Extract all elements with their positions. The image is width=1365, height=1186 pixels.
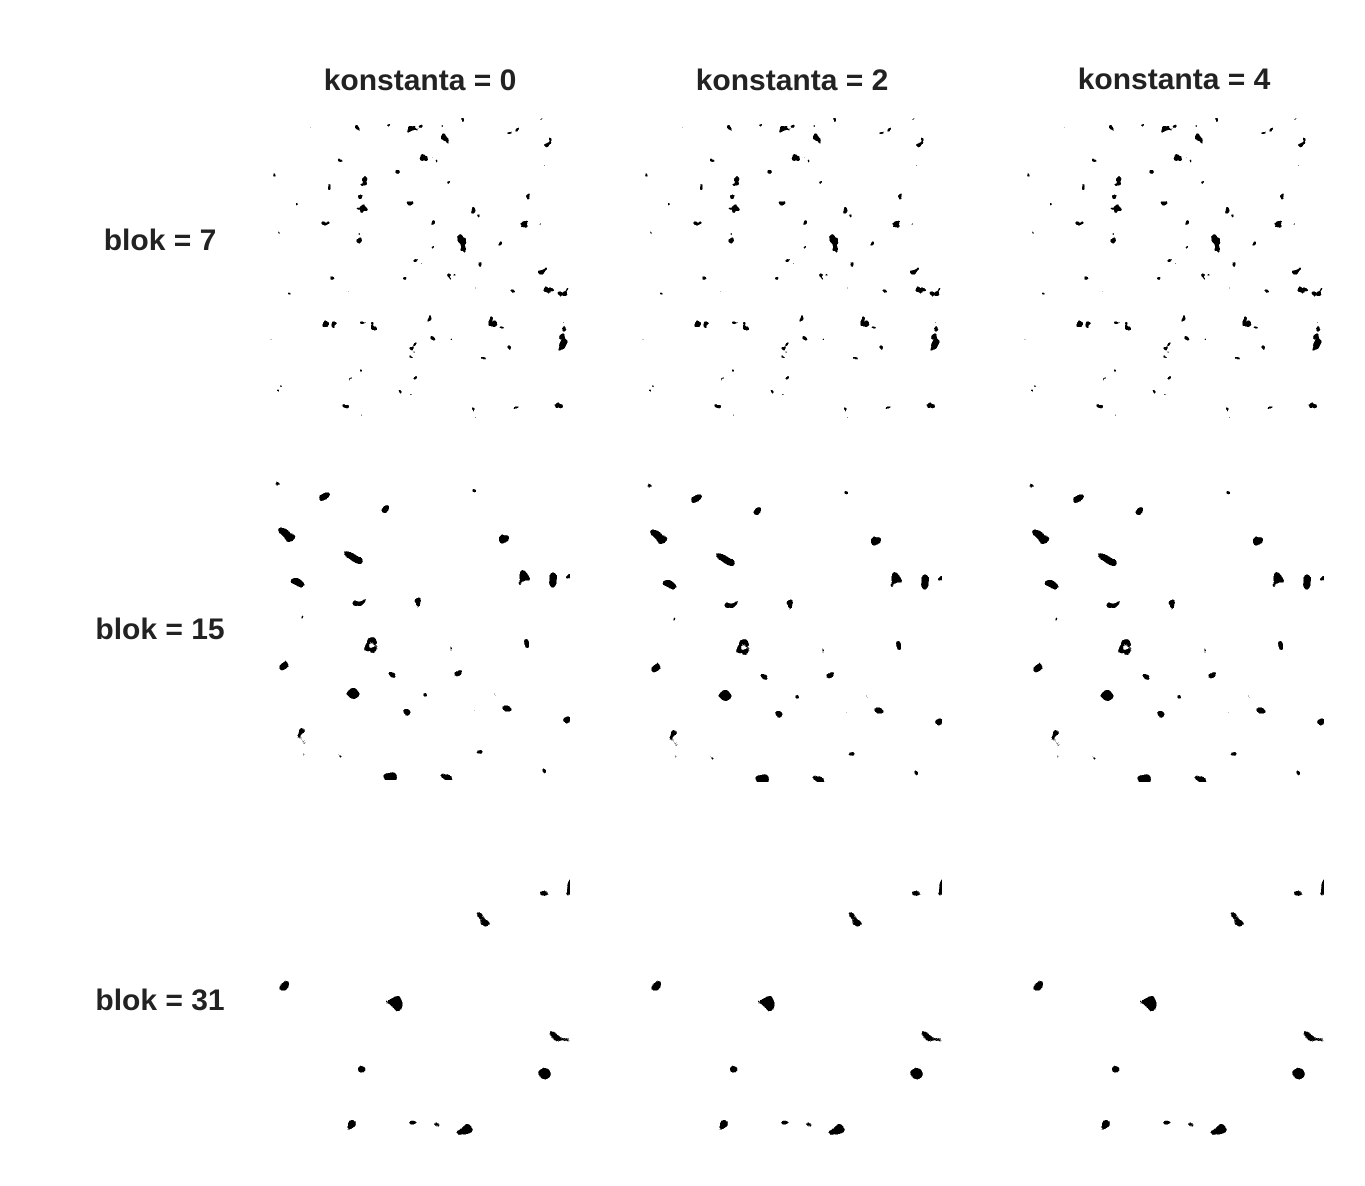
- row-label-blok-15: blok = 15: [95, 613, 225, 646]
- threshold-image-blok-7-konstanta-2: [642, 118, 942, 418]
- column-label-konstanta-4: konstanta = 4: [1077, 63, 1271, 96]
- threshold-image-blok-31-konstanta-0: [270, 846, 570, 1146]
- threshold-image-blok-31-konstanta-4: [1024, 846, 1324, 1146]
- threshold-image-blok-15-konstanta-4: [1024, 482, 1324, 782]
- threshold-image-blok-7-konstanta-0: [270, 118, 570, 418]
- threshold-image-blok-31-konstanta-2: [642, 846, 942, 1146]
- texture-svg: [270, 846, 570, 1146]
- threshold-image-blok-7-konstanta-4: [1024, 118, 1324, 418]
- texture-svg: [1024, 118, 1324, 418]
- texture-svg: [1024, 482, 1324, 782]
- row-label-blok-7: blok = 7: [103, 224, 217, 257]
- texture-svg: [642, 846, 942, 1146]
- texture-svg: [642, 482, 942, 782]
- texture-svg: [642, 118, 942, 418]
- threshold-image-blok-15-konstanta-2: [642, 482, 942, 782]
- column-label-konstanta-0: konstanta = 0: [323, 64, 517, 97]
- texture-svg: [270, 118, 570, 418]
- column-label-konstanta-2: konstanta = 2: [695, 64, 889, 97]
- texture-svg: [270, 480, 570, 780]
- row-label-blok-31: blok = 31: [95, 984, 225, 1017]
- texture-svg: [1024, 846, 1324, 1146]
- threshold-image-blok-15-konstanta-0: [270, 480, 570, 780]
